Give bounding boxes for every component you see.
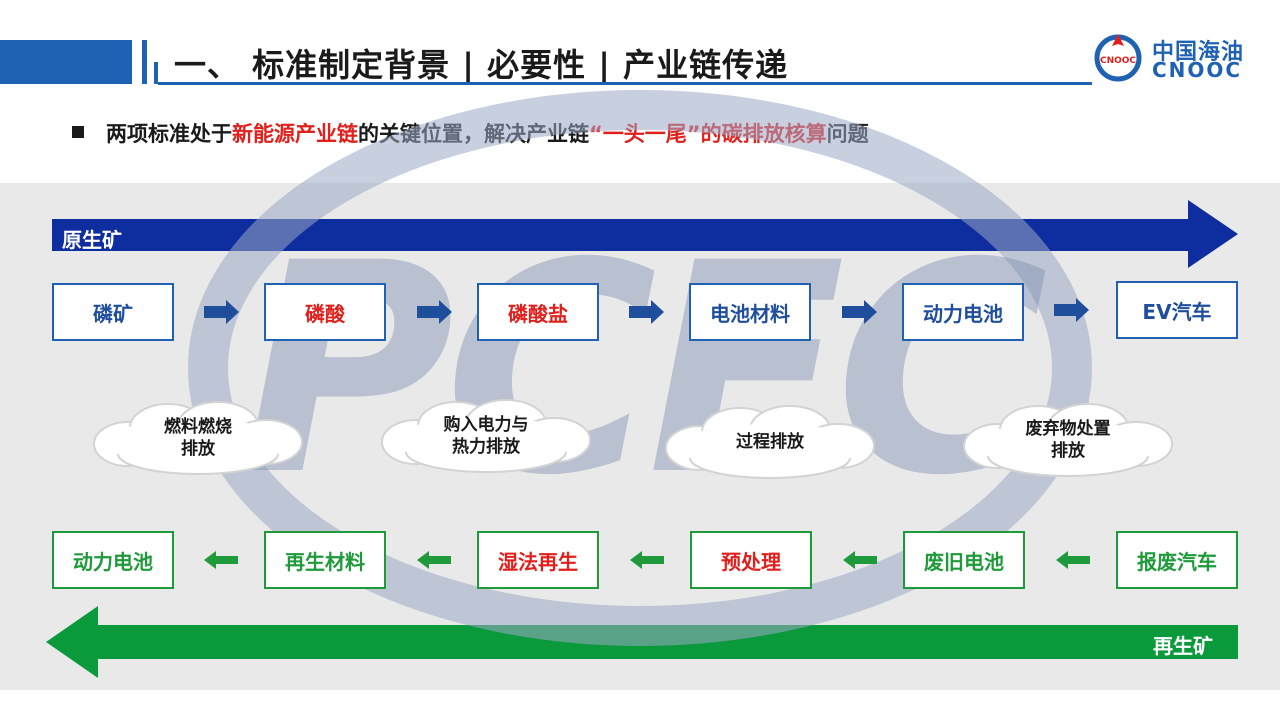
recycled-ore-label: 再生矿 bbox=[1153, 634, 1213, 658]
top-step-arrow bbox=[1054, 298, 1089, 322]
cloud-icon bbox=[963, 403, 1173, 477]
header-accent-bar bbox=[0, 40, 132, 84]
bottom-node-pretreatment: 预处理 bbox=[690, 531, 812, 589]
bottom-step-arrow bbox=[1056, 551, 1090, 569]
emblem-text: CNOOC bbox=[1100, 56, 1136, 66]
top-node-phosphoric-acid: 磷酸 bbox=[264, 283, 386, 341]
bottom-step-arrow bbox=[204, 551, 238, 569]
emission-cloud-text: 过程排放 bbox=[736, 432, 804, 452]
header-tick bbox=[154, 62, 158, 84]
emission-cloud-power-heat: 购入电力与热力排放 bbox=[376, 396, 596, 476]
bottom-step-arrow bbox=[843, 551, 877, 569]
top-step-arrow bbox=[842, 300, 877, 324]
header-underline bbox=[158, 82, 1092, 85]
emission-cloud-process: 过程排放 bbox=[660, 402, 880, 482]
bottom-node-hydrometallurgy: 湿法再生 bbox=[477, 531, 599, 589]
header-tick bbox=[142, 40, 147, 84]
bullet-square-icon bbox=[72, 126, 84, 138]
bottom-node-waste-battery: 废旧电池 bbox=[903, 531, 1025, 589]
bottom-node-scrapped-car: 报废汽车 bbox=[1116, 531, 1238, 589]
bottom-step-arrow bbox=[417, 551, 451, 569]
emission-cloud-text: 废弃物处置排放 bbox=[1025, 419, 1111, 461]
emission-cloud-waste: 废弃物处置排放 bbox=[958, 400, 1178, 480]
cloud-icon bbox=[665, 405, 875, 479]
cnooc-emblem-icon: CNOOC bbox=[1094, 34, 1142, 82]
top-node-battery-material: 电池材料 bbox=[689, 283, 811, 341]
top-node-ev: EV汽车 bbox=[1116, 281, 1238, 339]
top-node-phosphate-salt: 磷酸盐 bbox=[477, 283, 599, 341]
emission-cloud-fuel: 燃料燃烧排放 bbox=[88, 398, 308, 478]
logo-english: CNOOC bbox=[1152, 58, 1243, 82]
bottom-node-recycled-material: 再生材料 bbox=[264, 531, 386, 589]
top-step-arrow bbox=[629, 300, 664, 324]
primary-ore-label: 原生矿 bbox=[62, 228, 122, 252]
page-title: 一、 标准制定背景 | 必要性 | 产业链传递 bbox=[174, 46, 789, 84]
cloud-icon bbox=[93, 401, 303, 475]
top-step-arrow bbox=[204, 300, 239, 324]
emission-cloud-text: 购入电力与热力排放 bbox=[443, 415, 529, 457]
bottom-node-power-battery: 动力电池 bbox=[52, 531, 174, 589]
emission-cloud-text: 燃料燃烧排放 bbox=[164, 417, 232, 459]
cloud-icon bbox=[381, 399, 591, 473]
top-node-power-battery: 动力电池 bbox=[902, 283, 1024, 341]
top-node-phosphate-rock: 磷矿 bbox=[52, 283, 174, 341]
cnooc-logo: CNOOC 中国海油 CNOOC bbox=[1090, 30, 1265, 82]
top-step-arrow bbox=[417, 300, 452, 324]
logo-chinese: 中国海油 bbox=[1152, 40, 1245, 65]
bottom-step-arrow bbox=[630, 551, 664, 569]
